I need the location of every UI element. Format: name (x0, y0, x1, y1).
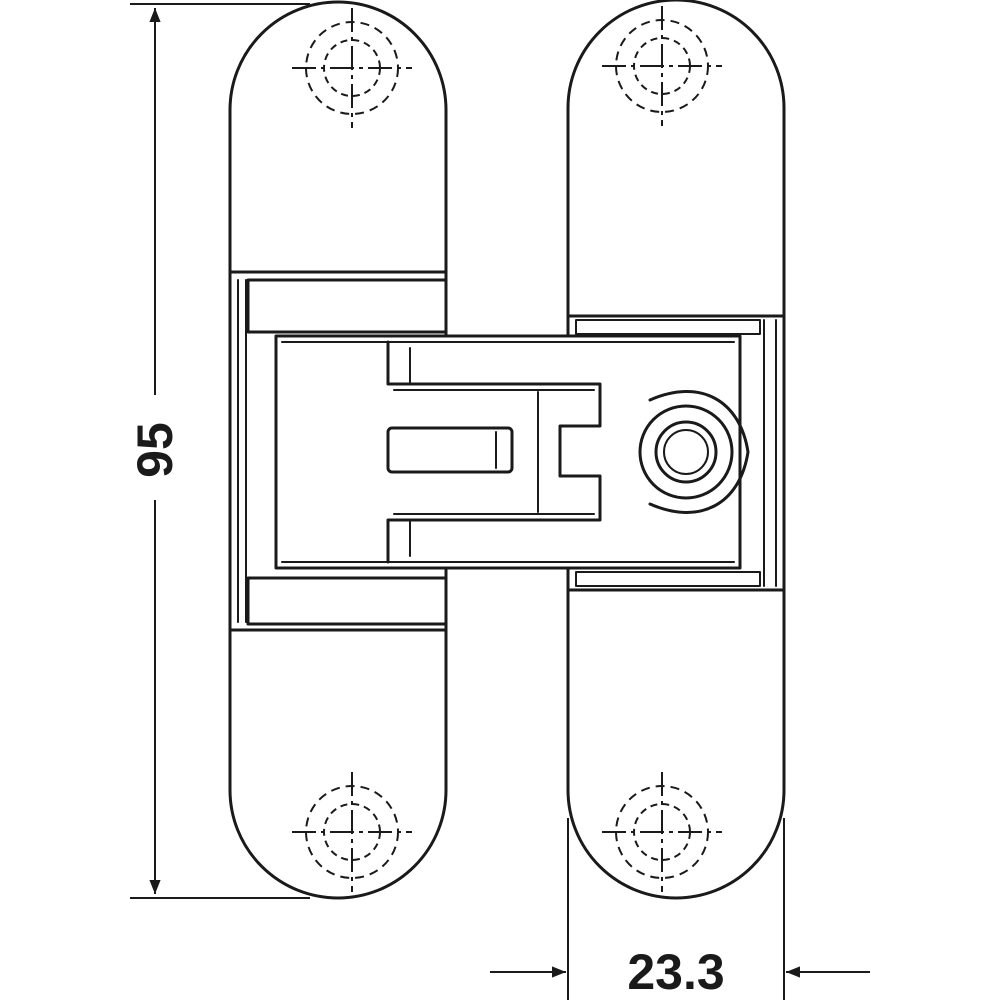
width-dimension-label: 23.3 (627, 944, 724, 1000)
screw-hole-right-top (602, 6, 722, 126)
height-dimension (130, 3, 310, 899)
height-dimension-label: 95 (127, 422, 183, 478)
linkage-arm (386, 340, 602, 564)
pivot-lug (648, 390, 750, 514)
left-upper-flange (246, 278, 448, 334)
right-bottom-cap (566, 588, 786, 900)
pivot-outer-ring (638, 404, 734, 500)
left-top-cap (228, 0, 448, 274)
pivot-pin (654, 420, 718, 484)
left-lower-flange (246, 576, 448, 626)
screw-hole-right-bottom (602, 772, 722, 892)
left-bottom-cap (228, 628, 448, 900)
screw-hole-left-top (292, 8, 412, 128)
right-hinge-body (566, 0, 786, 900)
right-top-cap (566, 0, 786, 318)
screw-hole-left-bottom (292, 772, 412, 892)
linkage-slot (386, 426, 514, 474)
central-linkage (274, 334, 750, 570)
width-dimension (490, 818, 870, 1000)
